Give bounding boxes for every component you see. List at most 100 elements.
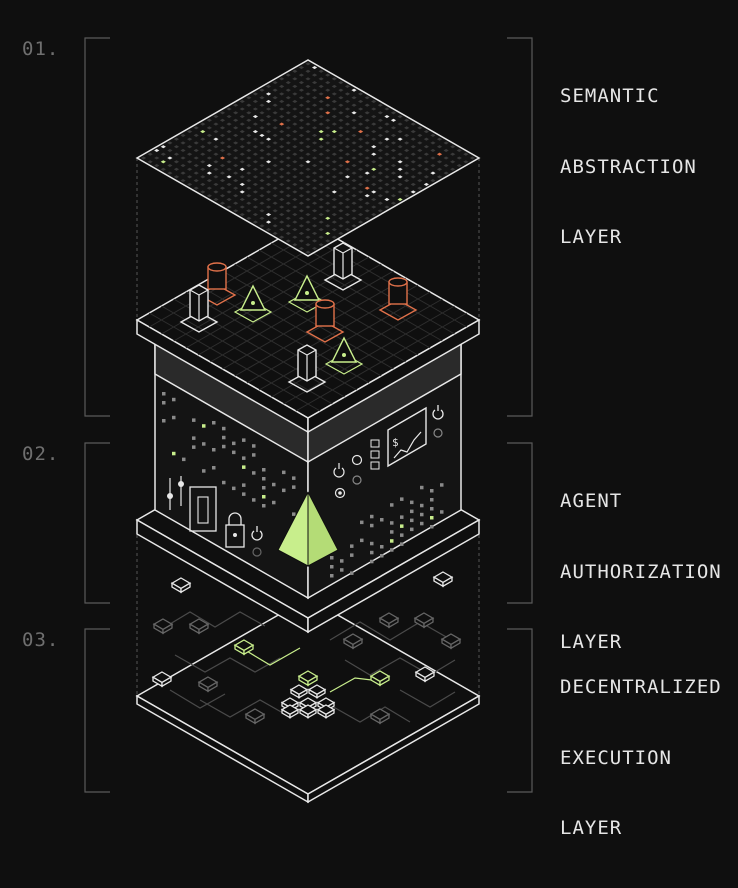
indicator-dot [262, 486, 266, 490]
grid-cell [358, 130, 364, 134]
grid-cell [404, 118, 410, 122]
indicator-dot [262, 477, 266, 481]
indicator-dot [232, 450, 236, 455]
grid-cell [292, 107, 298, 111]
grid-cell [265, 175, 272, 179]
grid-cell [351, 194, 357, 198]
indicator-dot [390, 548, 394, 552]
grid-cell [239, 205, 245, 209]
grid-cell [338, 194, 344, 198]
grid-cell [417, 133, 423, 137]
grid-cell [298, 126, 305, 130]
grid-cell [272, 88, 278, 92]
grid-cell [311, 88, 318, 92]
grid-cell [338, 231, 344, 235]
grid-cell [325, 224, 331, 228]
grid-cell [272, 171, 278, 175]
line-chart-icon [393, 431, 422, 459]
grid-cell [390, 201, 397, 205]
grid-cell [325, 126, 331, 130]
indicator-dot [292, 476, 296, 480]
grid-cell [259, 126, 265, 130]
grid-cell [246, 126, 252, 130]
grid-cell [397, 160, 403, 164]
dashed-guides [136, 158, 480, 700]
indicator-dot [440, 510, 444, 514]
grid-cell [384, 190, 390, 194]
grid-cell [259, 209, 265, 213]
grid-cell [292, 84, 298, 88]
indicator-dot [242, 492, 246, 496]
grid-cell [305, 160, 311, 164]
grid-cell [358, 160, 364, 164]
grid-cell [430, 156, 436, 160]
semantic-grid-tile [135, 59, 481, 257]
grid-cell [358, 220, 364, 224]
grid-cell [292, 69, 298, 73]
grid-cell [456, 148, 462, 153]
grid-cell [285, 186, 291, 190]
grid-cell [371, 197, 377, 202]
indicator-dot [350, 553, 354, 557]
grid-cell [292, 175, 298, 179]
grid-cell [325, 231, 331, 235]
grid-cell [305, 152, 311, 156]
grid-cell [344, 197, 351, 202]
indicator-dot [232, 486, 236, 491]
grid-cell [305, 197, 311, 202]
grid-cell [397, 167, 403, 171]
indicator-dot [172, 397, 176, 402]
grid-cell [305, 175, 311, 179]
grid-cell [265, 107, 272, 111]
dial-knob [334, 487, 346, 499]
grid-cell [397, 137, 403, 141]
grid-cell [410, 152, 416, 156]
grid-cell [338, 133, 344, 137]
grid-cell [318, 175, 324, 179]
grid-cell [397, 145, 403, 149]
grid-cell [331, 84, 337, 88]
grid-cell [265, 220, 272, 224]
grid-cell [187, 167, 193, 171]
grid-cell [272, 186, 278, 190]
grid-cell [344, 145, 351, 149]
grid-cell [351, 179, 357, 183]
grid-cell [358, 167, 364, 171]
cube-icon [244, 708, 266, 725]
grid-cell [259, 103, 265, 107]
grid-cell [272, 133, 278, 137]
grid-cell [417, 171, 423, 175]
grid-cell [344, 220, 351, 224]
grid-cell [265, 122, 272, 126]
indicator-dot [202, 442, 206, 446]
slider-knob [167, 493, 173, 499]
grid-cell [292, 212, 298, 217]
grid-cell [233, 209, 239, 213]
indicator-dot [202, 424, 206, 428]
grid-cell [246, 141, 252, 145]
grid-cell [311, 111, 318, 115]
grid-cell [311, 81, 318, 85]
grid-cell [404, 141, 410, 145]
grid-cell [167, 141, 173, 145]
indicator-dot [430, 489, 434, 493]
grid-cell [351, 171, 357, 175]
grid-cell [219, 186, 226, 190]
grid-cell [279, 77, 285, 81]
grid-line [234, 277, 406, 377]
power-icon [251, 526, 263, 541]
grid-cell [463, 152, 469, 156]
indicator-dot [420, 512, 424, 517]
grid-cell [377, 103, 383, 107]
grid-cell [180, 171, 186, 175]
grid-cell [193, 156, 199, 160]
grid-cell [371, 152, 377, 156]
grid-cell [193, 148, 199, 153]
grid-cell [173, 152, 180, 156]
grid-cell [252, 99, 258, 104]
grid-cell [193, 179, 199, 183]
grid-cell [292, 114, 298, 119]
cube-icon [287, 344, 327, 393]
grid-cell [252, 160, 258, 164]
grid-cell [338, 224, 344, 228]
